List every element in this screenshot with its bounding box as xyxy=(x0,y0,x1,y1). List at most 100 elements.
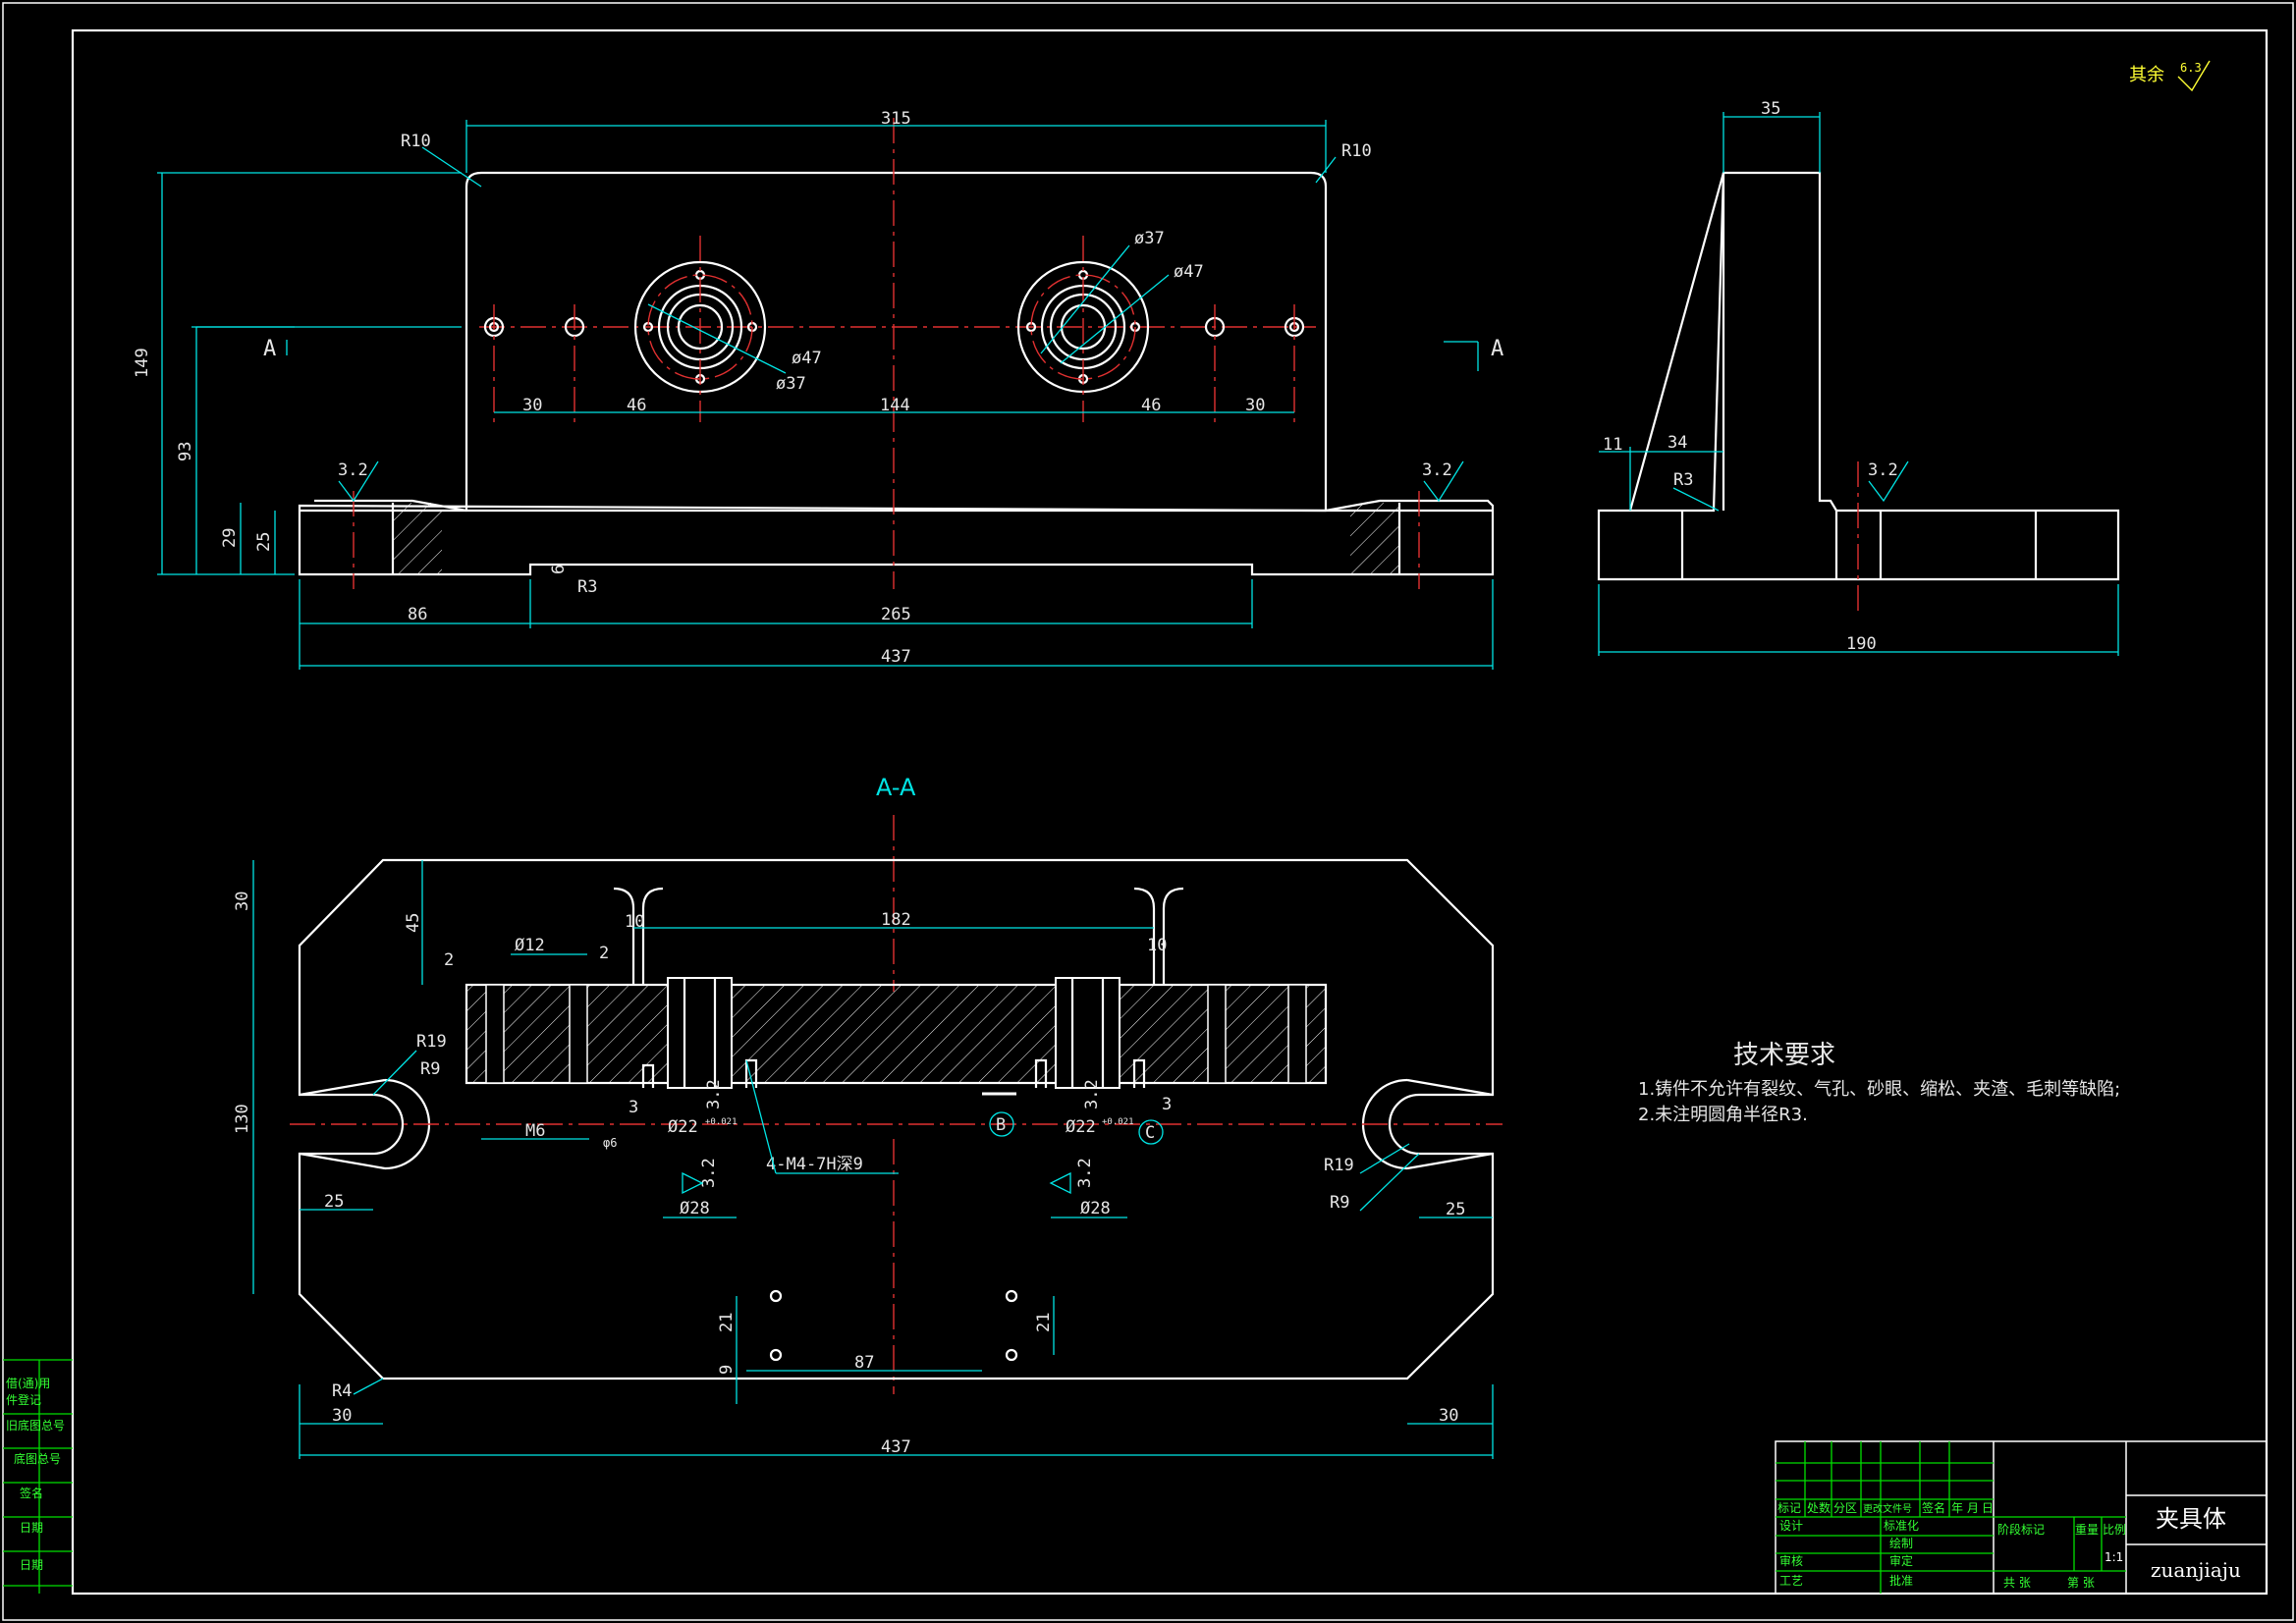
section-view: A-A 437 30 30 xyxy=(233,774,1503,1459)
dim-r4: R4 xyxy=(332,1381,352,1401)
datum-c: C xyxy=(1145,1123,1155,1143)
dim-30-a: 30 xyxy=(522,396,542,415)
tb-h-wenjian: 更改文件号 xyxy=(1863,1502,1912,1515)
section-title: A-A xyxy=(876,774,916,801)
dim-46-b: 46 xyxy=(1141,396,1161,415)
dim-m6: M6 xyxy=(525,1121,545,1141)
roughness-other-value: 6.3 xyxy=(2180,61,2202,75)
rough-sec-b: 3.2 xyxy=(1082,1079,1102,1109)
dim-r9-left: R9 xyxy=(420,1059,440,1079)
front-view: 315 R10 R10 437 86 265 149 93 29 25 6 R3… xyxy=(133,109,1503,670)
side-table: 借(通)用 件登记 旧底图总号 底图总号 签名 日期 日期 xyxy=(3,1359,73,1594)
dim-dia47-a: ø47 xyxy=(792,349,822,368)
view-arrow-a-left: A xyxy=(263,337,276,361)
dim-dia37-a: ø37 xyxy=(776,374,806,394)
dim-34: 34 xyxy=(1667,433,1687,453)
dim-dia22-b: Ø22 xyxy=(1066,1117,1096,1137)
tb-part-name: 夹具体 xyxy=(2156,1505,2226,1533)
inner-frame xyxy=(71,28,2269,1596)
dim-11: 11 xyxy=(1603,435,1622,455)
tb-h-fenqu: 分区 xyxy=(1833,1501,1857,1515)
dim-21-a: 21 xyxy=(717,1313,737,1332)
tech-req-line1: 1.铸件不允许有裂纹、气孔、砂眼、缩松、夹渣、毛刺等缺陷; xyxy=(1638,1079,2120,1100)
tech-req-heading: 技术要求 xyxy=(1733,1041,1835,1070)
side-table-row-2: 件登记 xyxy=(6,1392,41,1407)
dim-86: 86 xyxy=(408,605,427,624)
dim-r19-left: R19 xyxy=(416,1032,447,1052)
dim-144: 144 xyxy=(880,396,910,415)
side-table-row-4: 底图总号 xyxy=(14,1451,61,1466)
side-view: 35 190 11 34 R3 3.2 xyxy=(1597,99,2120,656)
datum-b: B xyxy=(996,1115,1006,1135)
dim-437-section: 437 xyxy=(881,1437,911,1457)
tb-row-review: 审核 xyxy=(1779,1553,1803,1568)
tb-scale-value: 1:1 xyxy=(2105,1550,2123,1564)
tb-h-qianming: 签名 xyxy=(1922,1500,1945,1515)
rough-side: 3.2 xyxy=(1868,460,1898,480)
tb-weight: 重量 xyxy=(2075,1523,2099,1537)
side-table-row-1: 借(通)用 xyxy=(6,1377,50,1390)
dim-dia28-b: Ø28 xyxy=(1080,1199,1111,1218)
dim-30-top: 30 xyxy=(233,892,252,911)
tb-row-process: 工艺 xyxy=(1779,1574,1803,1588)
rough-front-right: 3.2 xyxy=(1422,460,1452,480)
dim-3-b: 3 xyxy=(1162,1095,1172,1114)
dim-182: 182 xyxy=(881,910,911,930)
title-block: 标记 处数 分区 更改文件号 签名 年 月 日 设计 标准化 绘制 审核 审定 … xyxy=(1775,1440,2268,1595)
tb-h-nian: 年 xyxy=(1951,1501,1963,1515)
tb-sheet-no: 第 张 xyxy=(2067,1576,2095,1590)
dim-2-b: 2 xyxy=(599,944,609,963)
dim-46-a: 46 xyxy=(627,396,646,415)
dim-315: 315 xyxy=(881,109,911,129)
rough-front-left: 3.2 xyxy=(338,460,368,480)
tb-h-ri: 日 xyxy=(1982,1501,1994,1515)
rough-sec-d: 3.2 xyxy=(1075,1158,1095,1188)
dim-r9-right: R9 xyxy=(1330,1193,1349,1213)
side-table-row-7: 日期 xyxy=(20,1558,43,1572)
tb-row-draw: 绘制 xyxy=(1889,1536,1913,1550)
dim-6: 6 xyxy=(549,565,569,574)
dim-10-a: 10 xyxy=(625,912,644,932)
side-table-row-6: 日期 xyxy=(20,1521,43,1535)
tech-req-line2: 2.未注明圆角半径R3. xyxy=(1638,1105,1808,1125)
tb-row-check: 审定 xyxy=(1889,1553,1913,1568)
dim-30-left: 30 xyxy=(332,1406,352,1426)
dim-87: 87 xyxy=(854,1353,874,1373)
dim-25-left: 25 xyxy=(324,1192,344,1212)
dim-149: 149 xyxy=(133,348,152,378)
dim-10-b: 10 xyxy=(1147,936,1167,955)
tb-sheet-total: 共 张 xyxy=(2003,1576,2031,1590)
dim-93: 93 xyxy=(176,442,195,461)
dim-130: 130 xyxy=(233,1104,252,1134)
tb-drawing-code: zuanjiaju xyxy=(2151,1558,2241,1582)
tb-h-yue: 月 xyxy=(1967,1501,1979,1515)
dim-r3-front: R3 xyxy=(577,577,597,597)
dim-265: 265 xyxy=(881,605,911,624)
tb-row-standard: 标准化 xyxy=(1884,1519,1919,1533)
tb-row-design: 设计 xyxy=(1779,1519,1803,1533)
dim-25-right: 25 xyxy=(1446,1200,1465,1219)
dim-r10-left: R10 xyxy=(401,132,431,151)
dim-dia12: Ø12 xyxy=(515,936,545,955)
dim-21-b: 21 xyxy=(1034,1313,1054,1332)
roughness-other: 其余 xyxy=(2129,65,2164,85)
rough-sec-c: 3.2 xyxy=(699,1158,719,1188)
dim-thread: 4-M4-7H深9 xyxy=(766,1155,863,1174)
view-arrow-a-right: A xyxy=(1491,337,1503,361)
dim-dia22-a: Ø22 xyxy=(668,1117,698,1137)
tol-a: +0.021 xyxy=(705,1117,738,1127)
dim-30-right: 30 xyxy=(1439,1406,1458,1426)
tb-stage-labels: 阶段标记 xyxy=(1997,1522,2045,1537)
dim-dia47-b: ø47 xyxy=(1174,262,1204,282)
dim-190: 190 xyxy=(1846,634,1877,654)
dim-dia28-a: Ø28 xyxy=(680,1199,710,1218)
tb-h-chushu: 处数 xyxy=(1807,1500,1831,1515)
dim-29: 29 xyxy=(220,528,240,548)
tb-row-approve: 批准 xyxy=(1889,1573,1913,1588)
dim-9: 9 xyxy=(717,1365,737,1375)
dim-35: 35 xyxy=(1761,99,1780,119)
dim-45: 45 xyxy=(404,913,423,933)
side-table-row-3: 旧底图总号 xyxy=(6,1418,65,1433)
dim-dia37-b: ø37 xyxy=(1134,229,1165,248)
